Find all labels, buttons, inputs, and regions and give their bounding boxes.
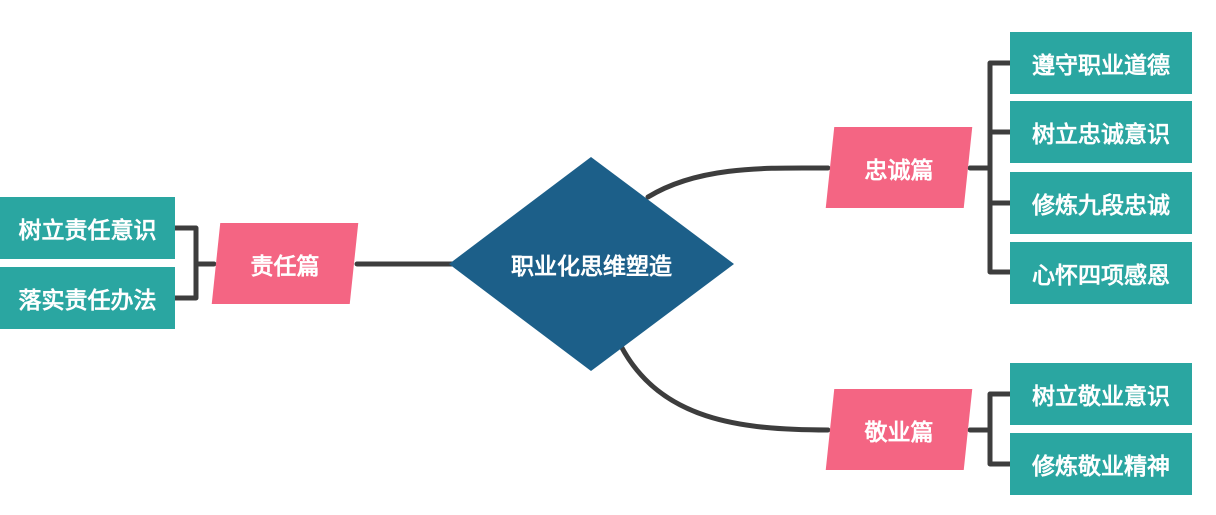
- leaf-loyalty-4: 心怀四项感恩: [1010, 242, 1192, 304]
- branch-dedication: 敬业篇: [830, 389, 968, 470]
- bracket-loyalty: [967, 60, 1013, 275]
- bracket-responsibility: [172, 225, 217, 301]
- leaf-dedication-2: 修炼敬业精神: [1010, 433, 1192, 495]
- branch-loyalty: 忠诚篇: [830, 127, 968, 208]
- branch-loyalty-label: 忠诚篇: [864, 157, 934, 184]
- bracket-dedication: [967, 391, 1013, 467]
- leaf-responsibility-1: 树立责任意识: [0, 197, 175, 259]
- center-topic-label: 职业化思维塑造: [511, 254, 672, 280]
- branch-responsibility-label: 责任篇: [250, 253, 320, 280]
- leaf-loyalty-1: 遵守职业道德: [1010, 32, 1192, 94]
- leaf-loyalty-3: 修炼九段忠诚: [1010, 172, 1192, 234]
- center-topic: 职业化思维塑造: [449, 157, 734, 371]
- branch-responsibility: 责任篇: [216, 223, 354, 304]
- branch-dedication-label: 敬业篇: [864, 419, 934, 446]
- connector-center-dedication: [618, 343, 831, 433]
- leaf-responsibility-2: 落实责任办法: [0, 267, 175, 329]
- leaf-loyalty-2: 树立忠诚意识: [1010, 101, 1192, 163]
- center-diamond-shape: [449, 157, 734, 371]
- leaf-dedication-1: 树立敬业意识: [1010, 363, 1192, 425]
- connector-center-loyalty: [645, 165, 831, 200]
